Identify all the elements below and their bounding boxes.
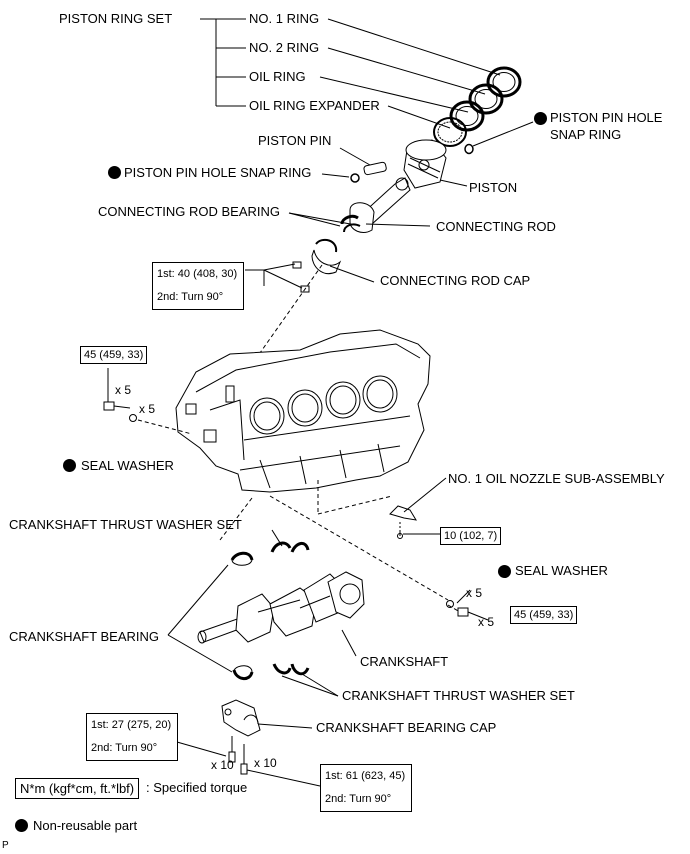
- no2-ring-shape: [468, 83, 504, 115]
- qty-seal-washer-right: x 5: [466, 586, 483, 600]
- no1-ring-shape: [486, 66, 522, 98]
- qty-block-bolt: x 5: [115, 383, 132, 397]
- label-crankshaft-bearing-cap: CRANKSHAFT BEARING CAP: [316, 720, 497, 735]
- torque-rod-cap-2nd: 2nd: Turn 90°: [157, 291, 224, 303]
- torque-rod-cap-1st: 1st: 40 (408, 30): [157, 268, 238, 280]
- legend-torque-text: : Specified torque: [146, 780, 248, 795]
- label-snap-ring-left: PISTON PIN HOLE SNAP RING: [124, 165, 312, 180]
- torque-box-bearing-cap-b: 1st: 61 (623, 45) 2nd: Turn 90°: [320, 764, 412, 812]
- label-connecting-rod: CONNECTING ROD: [436, 219, 556, 234]
- label-oil-ring-expander: OIL RING EXPANDER: [249, 98, 380, 113]
- torque-box-block-bolt: 45 (459, 33): [80, 346, 148, 364]
- connecting-rod-shape: [349, 177, 411, 233]
- crankshaft-shape: [197, 571, 365, 644]
- torque-bearing-cap-a-1st: 1st: 27 (275, 20): [91, 719, 172, 731]
- oil-ring-shape: [449, 100, 485, 132]
- torque-bearing-cap-b-1st: 1st: 61 (623, 45): [325, 770, 406, 782]
- nonreusable-dot-icon: [63, 459, 76, 472]
- label-connecting-rod-bearing: CONNECTING ROD BEARING: [98, 204, 281, 219]
- footer-code: P: [2, 840, 9, 851]
- label-no1-oil-nozzle: NO. 1 OIL NOZZLE SUB-ASSEMBLY: [448, 471, 665, 486]
- label-thrust-washer-set-bottom: CRANKSHAFT THRUST WASHER SET: [342, 688, 575, 703]
- cylinder-block-shape: [175, 329, 431, 493]
- label-piston: PISTON: [469, 180, 518, 195]
- piston-shape: [403, 139, 447, 189]
- torque-box-nozzle: 10 (102, 7): [440, 527, 502, 545]
- label-snap-ring-right-line1: PISTON PIN HOLE: [550, 110, 663, 125]
- nonreusable-dot-icon: [108, 166, 121, 179]
- bearing-cap-shape: [221, 699, 261, 737]
- legend-torque-unit-box: N*m (kgf*cm, ft.*lbf): [15, 778, 140, 799]
- label-seal-washer-left: SEAL WASHER: [81, 458, 174, 473]
- label-no2-ring: NO. 2 RING: [249, 40, 320, 55]
- legend-nonreusable: Non-reusable part: [33, 818, 138, 833]
- qty-bearing-cap-b: x 10: [254, 756, 277, 770]
- label-oil-ring: OIL RING: [249, 69, 306, 84]
- label-no1-ring: NO. 1 RING: [249, 11, 320, 26]
- nonreusable-dot-icon: [15, 819, 28, 832]
- torque-box-rod-cap: 1st: 40 (408, 30) 2nd: Turn 90°: [152, 262, 244, 310]
- oil-ring-expander-shape: [433, 117, 467, 147]
- torque-bearing-cap-a-2nd: 2nd: Turn 90°: [91, 742, 158, 754]
- label-thrust-washer-set-top: CRANKSHAFT THRUST WASHER SET: [9, 517, 242, 532]
- nonreusable-dot-icon: [498, 565, 511, 578]
- label-piston-ring-set: PISTON RING SET: [59, 11, 173, 26]
- label-connecting-rod-cap: CONNECTING ROD CAP: [380, 273, 531, 288]
- qty-block-bolt-right: x 5: [478, 615, 495, 629]
- qty-seal-washer-left: x 5: [139, 402, 156, 416]
- torque-bearing-cap-b-2nd: 2nd: Turn 90°: [325, 793, 392, 805]
- nonreusable-dot-icon: [534, 112, 547, 125]
- qty-bearing-cap-a: x 10: [211, 758, 234, 772]
- label-crankshaft-bearing: CRANKSHAFT BEARING: [9, 629, 160, 644]
- label-snap-ring-right-line2: SNAP RING: [550, 127, 622, 142]
- label-piston-pin: PISTON PIN: [258, 133, 332, 148]
- label-crankshaft: CRANKSHAFT: [360, 654, 449, 669]
- label-seal-washer-right: SEAL WASHER: [515, 563, 608, 578]
- torque-box-bearing-cap-a: 1st: 27 (275, 20) 2nd: Turn 90°: [86, 713, 178, 761]
- torque-box-block-bolt-right: 45 (459, 33): [510, 606, 578, 624]
